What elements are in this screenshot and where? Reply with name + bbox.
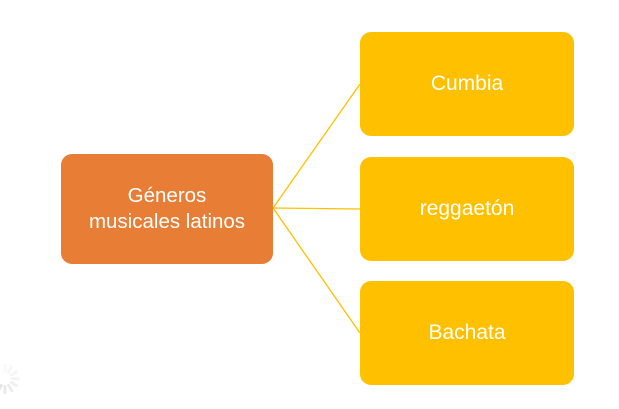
spinner-blade	[10, 377, 20, 381]
node-branch-reggaeton[interactable]: reggaetón	[360, 157, 574, 261]
connector-root-to-reggaeton	[272, 207, 361, 210]
connector-root-to-bachata	[272, 207, 361, 334]
node-branch-reggaeton-label: reggaetón	[419, 196, 515, 220]
node-branch-bachata-label: Bachata	[428, 320, 506, 344]
spinner-blade	[3, 364, 7, 373]
spinner-blade	[3, 385, 7, 394]
node-branch-cumbia[interactable]: Cumbia	[360, 32, 574, 136]
node-branch-cumbia-label: Cumbia	[430, 71, 504, 95]
node-branch-bachata[interactable]: Bachata	[360, 281, 574, 385]
loading-spinner-icon	[0, 362, 22, 396]
connector-root-to-cumbia	[272, 83, 361, 209]
node-root-label: Géneros musicales latinos	[88, 183, 246, 233]
node-root-generos-musicales-latinos[interactable]: Géneros musicales latinos	[61, 154, 273, 264]
